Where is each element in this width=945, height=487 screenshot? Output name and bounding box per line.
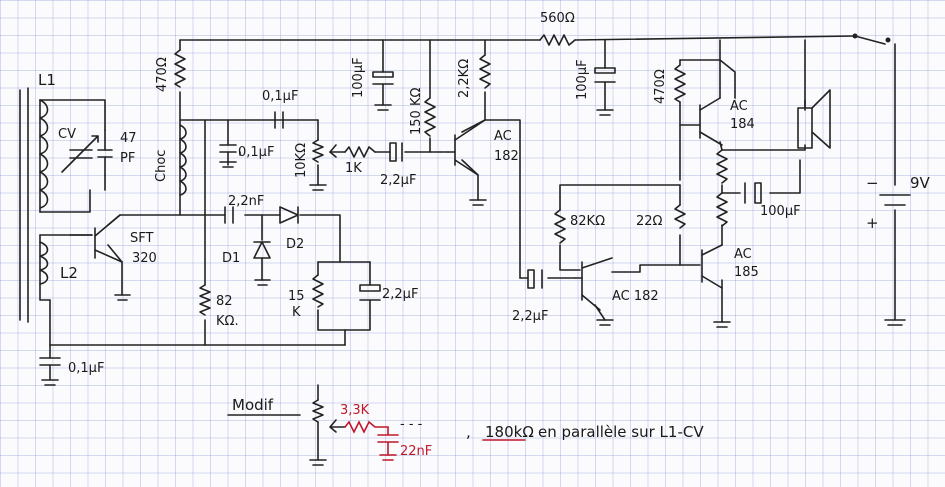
resistors [174, 34, 728, 316]
label-1k: 1K [345, 161, 362, 176]
label-c01b: 0,1µF [238, 145, 274, 160]
label-d1: D1 [222, 251, 240, 266]
label-sft: SFT [130, 231, 154, 246]
label-82-unit: KΩ. [216, 314, 239, 329]
label-c100b: 100µF [575, 59, 590, 100]
label-c100a: 100µF [351, 57, 366, 98]
label-sft-number: 320 [132, 251, 157, 266]
transistor-ac185 [701, 244, 723, 289]
capacitors [39, 67, 762, 381]
label-c22nf: 2,2nF [228, 194, 264, 209]
capacitor-2-2nf [224, 206, 234, 224]
transistors [69, 97, 723, 311]
label-47: 47 [120, 131, 137, 146]
label-ac184-num: 184 [730, 117, 755, 132]
coil-l1 [39, 99, 49, 209]
label-82k: 82KΩ [570, 214, 605, 229]
label-470b: 470Ω [653, 69, 668, 104]
capacitor-0-1uf-bottom [39, 357, 61, 366]
resistor-82k-left [199, 284, 211, 316]
label-ac185-num: 185 [734, 265, 759, 280]
label-minus: − [866, 174, 879, 192]
transistor-ac182-top [447, 119, 486, 176]
label-3k3: 3,3K [340, 403, 370, 418]
diode-d1 [253, 241, 271, 259]
diode-d2 [279, 206, 299, 224]
resistor-2k2 [479, 54, 491, 89]
capacitor-2-2uf-a [389, 142, 397, 162]
label-c22b: 2,2µF [382, 287, 418, 302]
label-2k2: 2,2KΩ [457, 59, 472, 98]
resistor-82k [554, 209, 566, 244]
choke-coil [179, 124, 187, 196]
resistor-22 [674, 204, 686, 229]
label-560: 560Ω [540, 11, 575, 26]
label-choc: Choc [154, 150, 169, 182]
label-82: 82 [216, 294, 233, 309]
diodes [253, 206, 299, 259]
capacitor-2-2uf-b [359, 284, 381, 292]
label-ac185: AC [734, 247, 752, 262]
resistor-15k [312, 274, 324, 308]
coil-l2 [39, 241, 49, 285]
label-ac184: AC [730, 99, 748, 114]
label-c01c: 0,1µF [68, 361, 104, 376]
resistor-470-b [674, 64, 686, 103]
label-22: 22Ω [636, 214, 663, 229]
label-comma: , [466, 423, 471, 441]
label-l1: L1 [38, 71, 56, 89]
label-9v: 9V [910, 174, 931, 192]
transistor-ac182-bottom [574, 257, 613, 311]
label-modif: Modif [232, 396, 274, 414]
capacitor-100uf-right [754, 182, 762, 204]
label-15: 15 [288, 289, 305, 304]
resistor-1k [344, 146, 376, 158]
label-d2: D2 [286, 237, 304, 252]
label-15k-unit: K [292, 305, 301, 320]
label-dots: - - - [400, 417, 423, 432]
label-pf: PF [120, 151, 135, 166]
inductors [39, 99, 187, 285]
capacitor-2-2uf-c [527, 269, 535, 289]
resistor-right-upper [716, 149, 728, 184]
transistor-sft320 [69, 214, 123, 263]
resistor-150k [424, 97, 436, 137]
label-150k: 150 KΩ [409, 88, 424, 135]
labels: L1 CV 47 PF L2 SFT 320 470Ω Choc 0,1µF 0… [38, 11, 931, 459]
resistor-560 [539, 34, 576, 46]
label-22nf-red: 22nF [400, 444, 432, 459]
transistor-ac184 [699, 97, 723, 146]
label-note-value: 180kΩ [485, 423, 534, 441]
capacitor-0-1uf-ground [219, 144, 237, 153]
label-c01a: 0,1µF [262, 89, 298, 104]
label-cv: CV [58, 127, 76, 142]
label-470a: 470Ω [155, 57, 170, 92]
capacitor-100uf-mid [594, 67, 616, 74]
resistor-right-lower [716, 192, 728, 227]
modification-subcircuit [227, 384, 526, 461]
label-c100c: 100µF [760, 204, 801, 219]
resistor-470-a [174, 49, 186, 88]
label-ac182b: AC 182 [612, 289, 659, 304]
capacitor-47pf [97, 149, 113, 158]
capacitor-100uf-left [372, 71, 394, 78]
loudspeaker [797, 89, 831, 149]
label-l2: L2 [60, 264, 78, 282]
label-plus: + [866, 214, 879, 232]
label-c22c: 2,2µF [512, 309, 548, 324]
label-note-text: en parallèle sur L1-CV [538, 423, 704, 441]
capacitor-0-1uf-top [274, 111, 284, 129]
label-ac182a-num: 182 [494, 149, 519, 164]
battery-9v [879, 194, 911, 206]
label-ac182a: AC [494, 129, 512, 144]
label-c22a: 2,2µF [380, 173, 416, 188]
ground-symbols [41, 104, 906, 466]
label-pot10k: 10KΩ [294, 143, 309, 178]
potentiometer-10k [312, 139, 324, 163]
